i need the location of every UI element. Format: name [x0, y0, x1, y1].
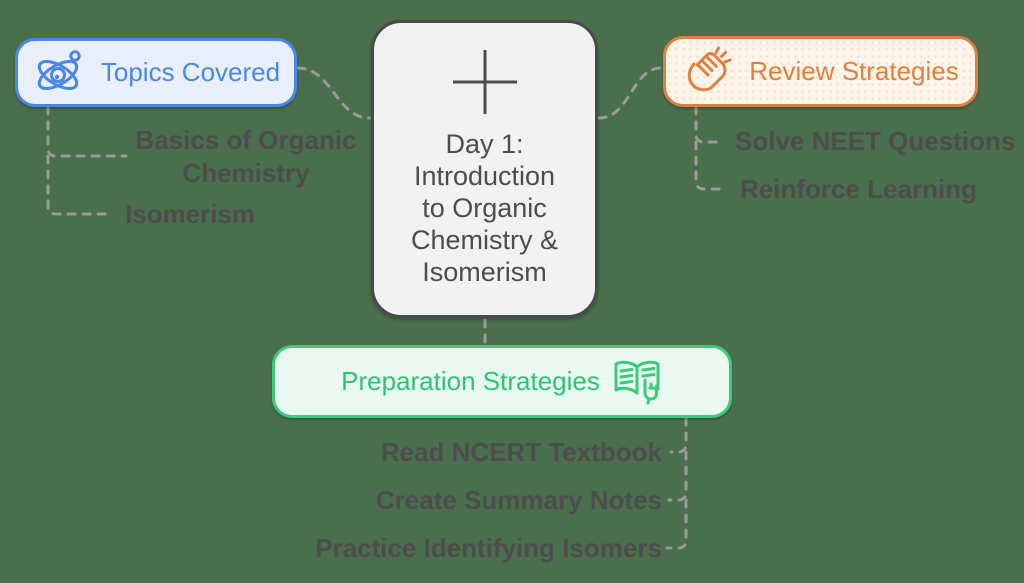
connector-review-to-solve: [694, 105, 724, 144]
connector-prep-to-create: [667, 450, 688, 502]
connector-prep-to-read: [669, 416, 688, 454]
clapping-hands-icon: [688, 46, 732, 91]
topics-item-basics-of-organic-chemistry: Basics of Organic Chemistry: [135, 125, 357, 188]
review-item-reinforce-learning: Reinforce Learning: [740, 174, 977, 204]
center-title-line: to Organic: [422, 193, 547, 223]
atom-icon: [37, 49, 81, 90]
review-item-solve-neet-questions: Solve NEET Questions: [735, 126, 1016, 156]
review-strategies-node: Review Strategies: [663, 36, 978, 107]
prep-item-practice-identifying-isomers: Practice Identifying Isomers: [315, 533, 662, 563]
center-title-line: Introduction: [413, 161, 556, 191]
connector-prep-to-practice: [665, 498, 688, 550]
topics-item-isomerism: Isomerism: [125, 199, 256, 229]
center-title-line: Isomerism: [422, 257, 547, 287]
review-strategies-label: Review Strategies: [749, 56, 959, 86]
prep-item-create-summary-notes: Create Summary Notes: [375, 485, 662, 515]
center-title-line: Chemistry &: [410, 225, 559, 255]
open-book-hand-icon: [614, 360, 660, 404]
plus-icon: [452, 50, 517, 114]
center-node-title: Day 1: Introduction to Organic Chemistry…: [411, 128, 558, 288]
connector-center-to-review: [597, 66, 663, 120]
center-node: Day 1: Introduction to Organic Chemistry…: [371, 20, 598, 318]
prep-item-read-ncert-textbook: Read NCERT Textbook: [380, 437, 662, 467]
preparation-strategies-label: Preparation Strategies: [341, 366, 600, 396]
center-title-line: Day 1:: [445, 129, 524, 159]
connector-review-to-reinforce: [694, 140, 726, 191]
preparation-strategies-node: Preparation Strategies: [272, 345, 732, 418]
topics-covered-node: Topics Covered: [15, 38, 297, 107]
connector-topics-to-basics: [46, 105, 128, 158]
connector-topics-to-isomerism: [46, 154, 110, 216]
connector-topics-to-center: [296, 66, 372, 120]
topics-covered-label: Topics Covered: [100, 57, 281, 87]
